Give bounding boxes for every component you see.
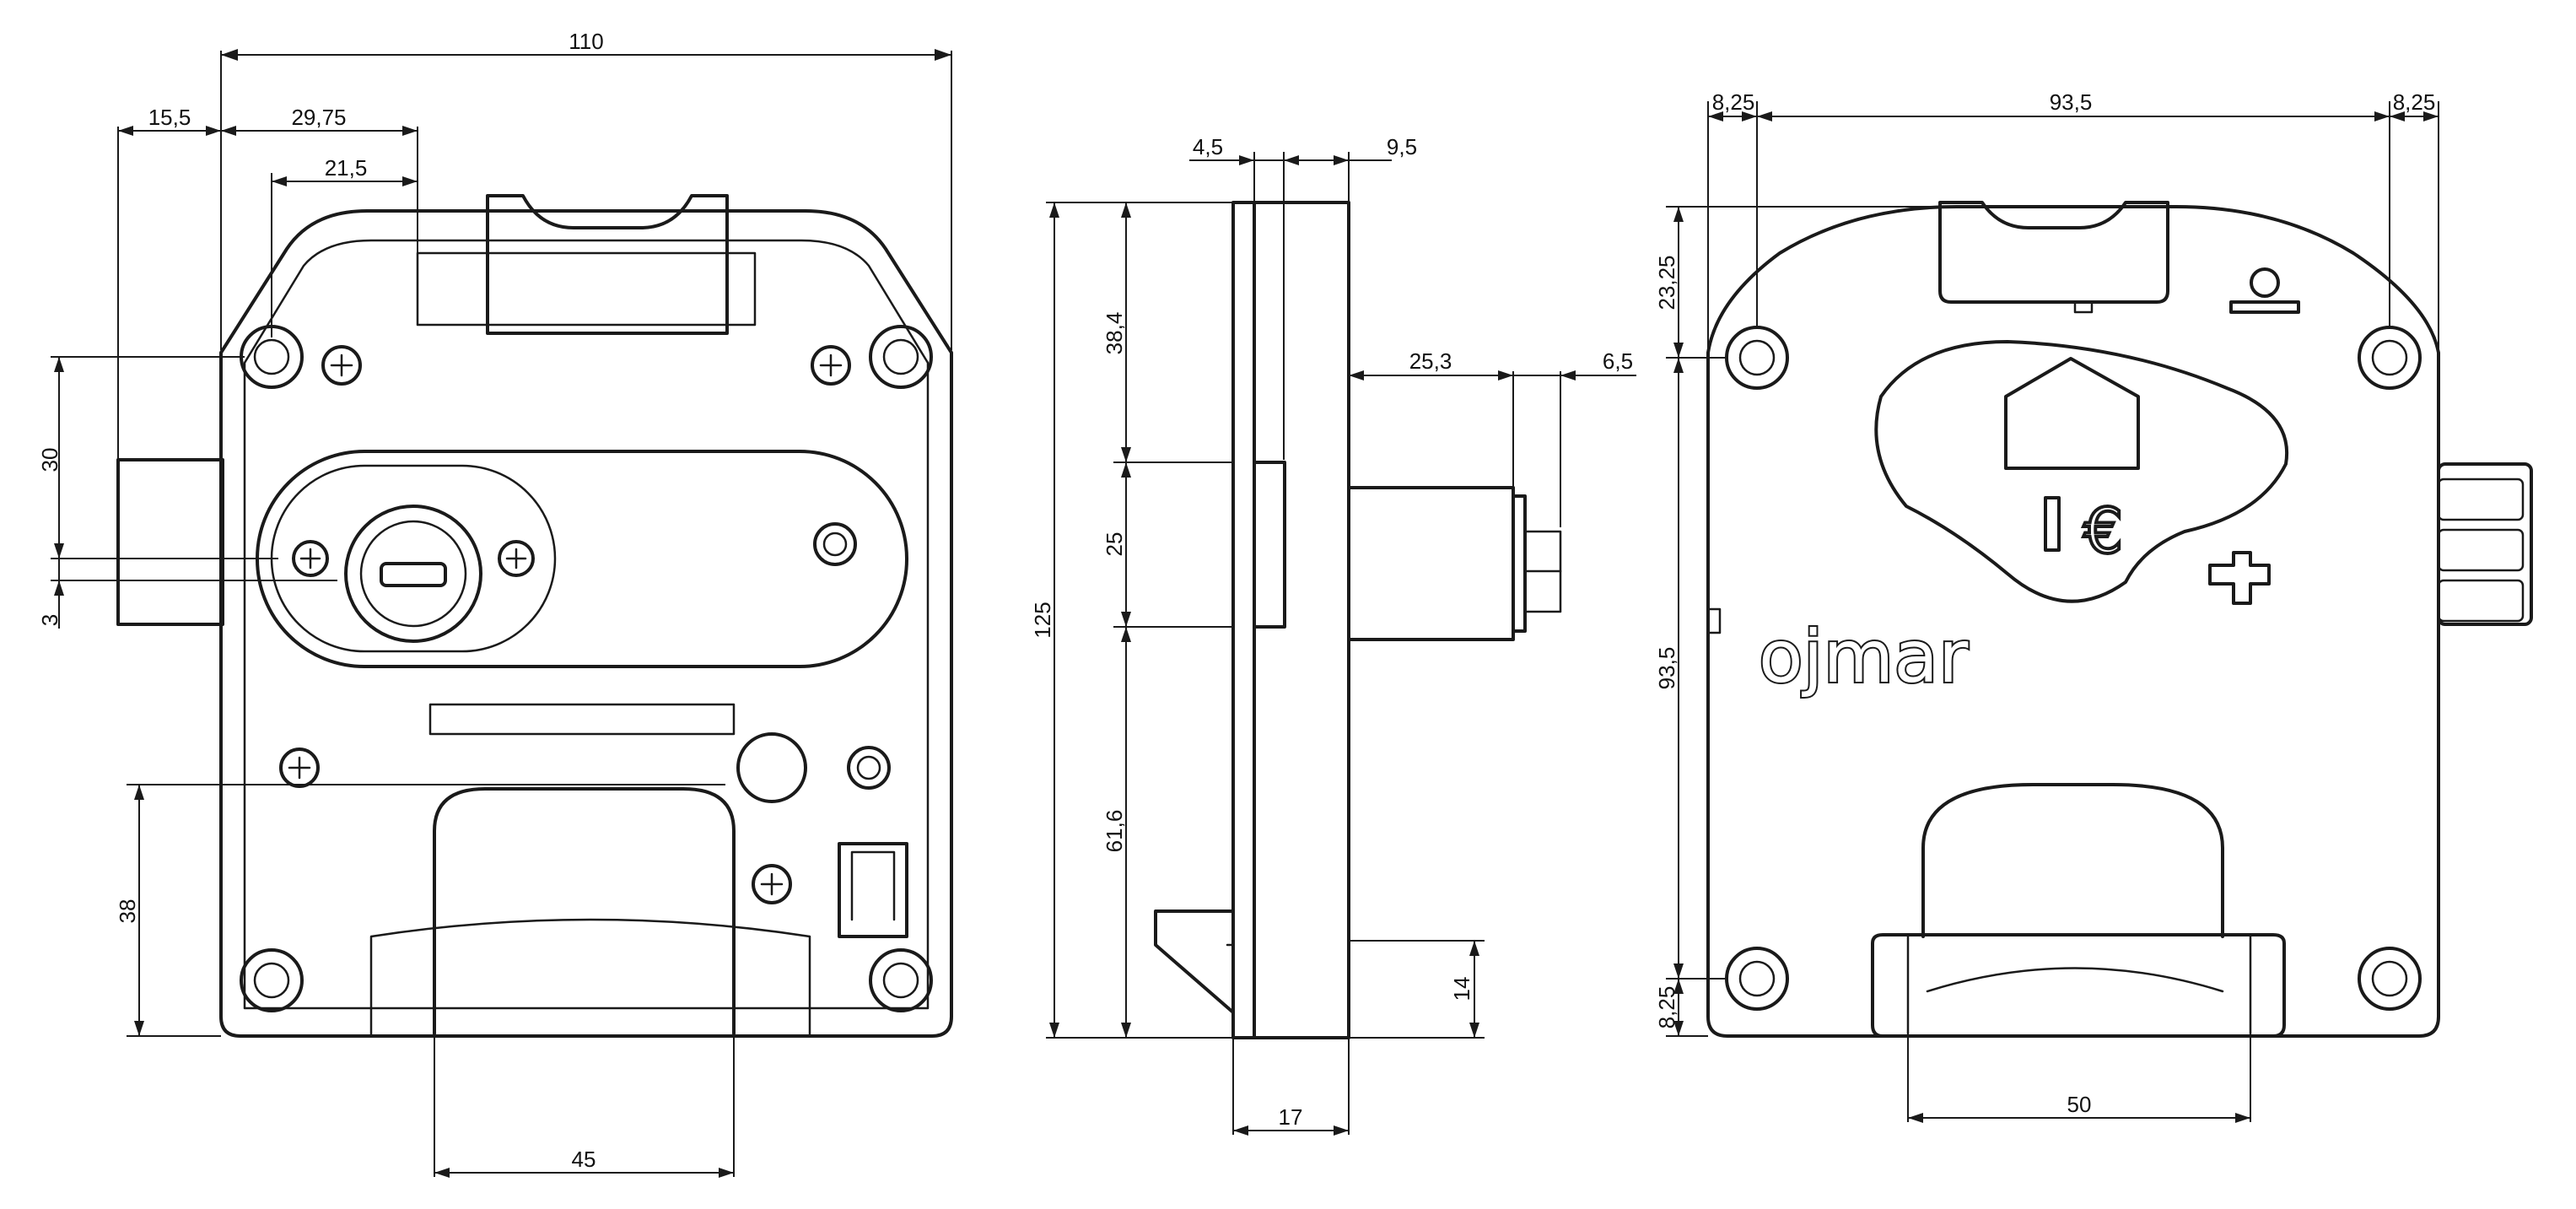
side-lock-body (1253, 201, 1350, 1039)
front-inner-frame (243, 239, 930, 1010)
mounting-hole (869, 325, 933, 389)
front-view: 110 15,5 29,75 21,5 30 3 38 45 (37, 29, 953, 1178)
back-side-notch (1706, 607, 1722, 634)
dim-lower-segment: 61,6 (1102, 810, 1127, 853)
brand-logo: ojmar (1759, 615, 1969, 699)
front-screws (279, 345, 851, 904)
mounting-hole (1725, 326, 1789, 390)
screw (498, 540, 535, 577)
front-side-rivet (847, 746, 891, 790)
side-view: 4,5 9,5 25,3 6,5 38,4 25 61,6 125 14 17 (1030, 134, 1636, 1136)
dim-vertical-hole-spacing: 93,5 (1654, 647, 1679, 690)
dim-bolt-height: 30 (37, 448, 62, 472)
dim-inner-offset: 21,5 (325, 155, 368, 181)
back-handle-grip (1871, 933, 2286, 1038)
back-indicator-circle (2250, 267, 2280, 298)
back-house-icon (2004, 357, 2140, 470)
front-key-cylinder-inner (359, 520, 467, 628)
back-mounting-holes (1725, 326, 2422, 1011)
front-latch-housing (416, 251, 757, 327)
front-left-bolt (116, 458, 224, 626)
back-top-latch (1938, 201, 2169, 304)
mounting-hole (869, 948, 933, 1012)
back-coin-bar (2044, 496, 2061, 552)
dim-depth: 17 (1279, 1104, 1303, 1130)
front-plate-rivet (813, 522, 857, 566)
side-dimensions: 4,5 9,5 25,3 6,5 38,4 25 61,6 125 14 17 (1030, 134, 1636, 1136)
front-handle-grip (369, 918, 811, 1038)
back-dimensions: 8,25 93,5 8,25 23,25 93,5 8,25 50 (1654, 89, 2439, 1123)
front-pivot-hole (736, 732, 807, 803)
dim-bolt-offset: 15,5 (148, 105, 191, 130)
screw (279, 748, 320, 788)
dim-hole-offset-right: 8,25 (2393, 89, 2436, 115)
side-bolt (1347, 486, 1515, 641)
back-handle (1921, 783, 2224, 938)
dim-hook-height: 14 (1449, 977, 1474, 1001)
back-cross-mark (2208, 551, 2271, 605)
dim-overall-width: 110 (569, 29, 603, 54)
mounting-hole (1725, 947, 1789, 1011)
back-view: € ojmar 8,25 93,5 8,25 23,25 93,5 (1654, 89, 2533, 1123)
back-latch-stub (2073, 300, 2094, 314)
dim-back-handle-width: 50 (2067, 1092, 2092, 1117)
dim-bolt-gap: 3 (37, 614, 62, 626)
dim-bolt-tip: 6,5 (1603, 348, 1633, 374)
side-mounting-plate (1231, 201, 1256, 1039)
dim-body-offset: 9,5 (1387, 134, 1417, 159)
dim-handle-width: 45 (572, 1147, 596, 1172)
dim-handle-height: 38 (115, 899, 140, 924)
back-indicator-bar (2229, 300, 2300, 314)
dim-plate-thickness: 4,5 (1193, 134, 1223, 159)
screw (292, 540, 329, 577)
front-key-slot (380, 562, 447, 587)
front-top-latch (486, 194, 729, 335)
mounting-hole (2358, 947, 2422, 1011)
front-slide-slot (428, 703, 736, 736)
side-cylinder-slot (1253, 461, 1286, 629)
dim-bottom-hole: 8,25 (1654, 986, 1679, 1029)
back-coin-label: € (2083, 495, 2123, 568)
back-lock-body (1706, 205, 2440, 1038)
front-dimensions: 110 15,5 29,75 21,5 30 3 38 45 (37, 29, 952, 1178)
dim-bolt-segment: 25 (1102, 532, 1127, 557)
front-cylinder-plate (256, 450, 908, 668)
dim-bolt-projection: 25,3 (1409, 348, 1452, 374)
dim-total-height: 125 (1030, 602, 1055, 638)
dim-top-segment: 38,4 (1102, 312, 1127, 355)
front-lock-body (219, 209, 953, 1038)
dim-cylinder-offset: 29,75 (291, 105, 346, 130)
dim-top-hole: 23,25 (1654, 255, 1679, 310)
dim-hole-spacing: 93,5 (2050, 89, 2093, 115)
screw (752, 864, 792, 904)
front-latch-notch (838, 842, 908, 938)
side-bolt-tip (1512, 494, 1527, 633)
front-mounting-holes (240, 325, 933, 1012)
back-coin-panel (1874, 340, 2289, 603)
mounting-hole (2358, 326, 2422, 390)
dim-hole-offset-left: 8,25 (1712, 89, 1755, 115)
side-hook (1154, 909, 1235, 1014)
screw (811, 345, 851, 386)
front-handle (433, 787, 736, 1035)
back-bolt (2437, 462, 2533, 626)
front-key-cylinder (344, 505, 482, 643)
screw (321, 345, 362, 386)
mounting-hole (240, 948, 304, 1012)
